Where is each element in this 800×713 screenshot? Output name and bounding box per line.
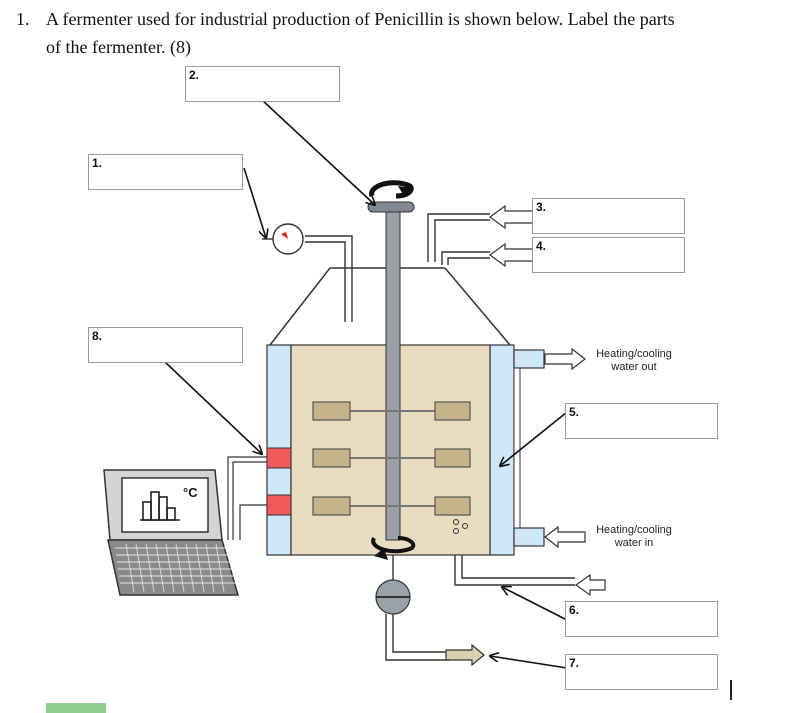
label-number-6: 6.: [569, 603, 580, 617]
water-in-line-2: water in: [614, 537, 654, 549]
flow-arrows: [445, 204, 606, 667]
label-box-7[interactable]: 7.: [565, 654, 718, 690]
label-box-3[interactable]: 3.: [532, 198, 685, 234]
label-number-1: 1.: [92, 156, 103, 170]
label-number-5: 5.: [569, 405, 580, 419]
question-line-2: of the fermenter. (8): [46, 37, 191, 57]
label-box-1[interactable]: 1.: [88, 154, 243, 190]
water-out-label: Heating/cooling water out: [586, 348, 682, 374]
bottom-rotation-icon: [371, 536, 416, 560]
water-in-line-1: Heating/cooling: [596, 524, 672, 536]
impeller-paddles: [312, 401, 471, 516]
water-out-line-1: Heating/cooling: [596, 348, 672, 360]
label-box-2[interactable]: 2.: [185, 66, 340, 102]
top-pipes: [305, 213, 490, 322]
motor-rotation-icon: [369, 180, 414, 199]
label-number-4: 4.: [536, 239, 547, 253]
label-box-6[interactable]: 6.: [565, 601, 718, 637]
water-in-label: Heating/cooling water in: [586, 524, 682, 550]
label-number-2: 2.: [189, 68, 200, 82]
label-box-8[interactable]: 8.: [88, 327, 243, 363]
motor-cap: [367, 201, 415, 213]
probes: [227, 447, 292, 540]
drain-valve: [375, 555, 450, 661]
label-number-8: 8.: [92, 329, 103, 343]
question-line-1: A fermenter used for industrial producti…: [46, 9, 675, 29]
pressure-gauge: [262, 223, 304, 255]
label-number-7: 7.: [569, 656, 580, 670]
text-cursor: [730, 680, 732, 700]
temperature-unit: °C: [183, 485, 198, 500]
agitator-shaft: [385, 209, 401, 541]
water-out-line-2: water out: [611, 361, 657, 373]
air-inlet-pipe: [454, 555, 575, 586]
air-bubbles: [453, 519, 468, 534]
green-tab[interactable]: [46, 703, 106, 713]
label-box-4[interactable]: 4.: [532, 237, 685, 273]
question-number: 1.: [16, 9, 30, 29]
label-box-5[interactable]: 5.: [565, 403, 718, 439]
label-number-3: 3.: [536, 200, 547, 214]
laptop-monitor: [103, 469, 239, 596]
label-pointers: [164, 99, 568, 669]
